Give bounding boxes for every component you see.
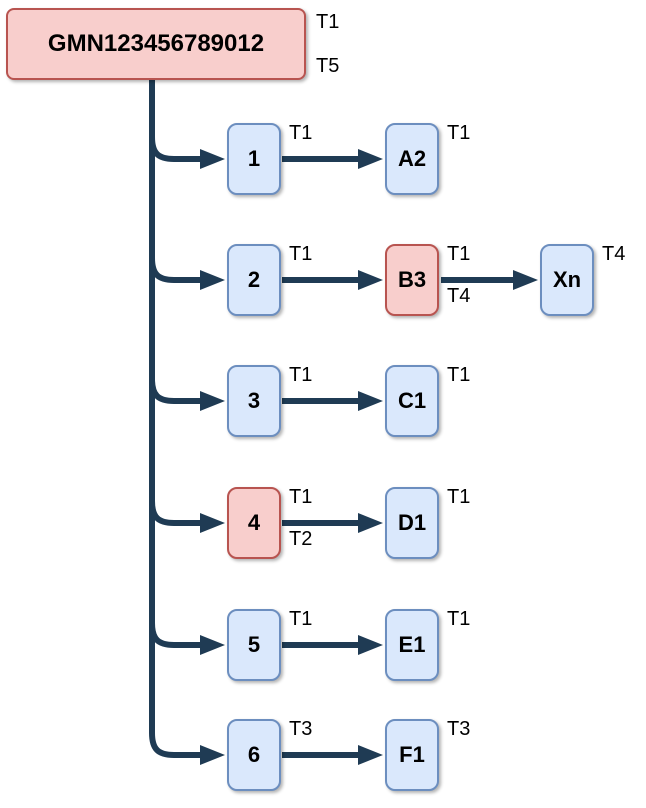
tag-label: T1 xyxy=(447,122,471,144)
tag-label: T4 xyxy=(447,285,471,307)
node-label: 1 xyxy=(247,146,261,171)
arrow-1-to-A2 xyxy=(282,149,383,169)
node-label: 3 xyxy=(247,388,261,413)
tag-label: T1 xyxy=(316,11,340,33)
tag-label: T5 xyxy=(316,55,340,77)
branch-arrow-6 xyxy=(149,732,225,765)
node-B3[interactable]: B3 T1 T4 xyxy=(385,243,470,316)
node-C1[interactable]: C1 T1 xyxy=(385,364,470,437)
node-3[interactable]: 3 T1 xyxy=(227,364,312,437)
tag-label: T4 xyxy=(602,243,626,265)
tag-label: T1 xyxy=(289,243,313,265)
arrow-5-to-E1 xyxy=(282,635,383,655)
node-A2[interactable]: A2 T1 xyxy=(385,122,470,195)
arrow-6-to-F1 xyxy=(282,745,383,765)
node-F1[interactable]: F1 T3 xyxy=(385,718,470,791)
node-label: E1 xyxy=(398,632,426,657)
branch-arrow-4 xyxy=(149,500,225,533)
arrow-4-to-D1 xyxy=(282,513,383,533)
arrowhead-icon xyxy=(513,270,538,290)
tag-label: T1 xyxy=(289,122,313,144)
node-label: B3 xyxy=(397,267,427,292)
tag-label: T1 xyxy=(447,243,471,265)
node-label: 4 xyxy=(247,510,261,535)
arrowhead-icon xyxy=(358,745,383,765)
arrowhead-icon xyxy=(200,513,225,533)
node-D1[interactable]: D1 T1 xyxy=(385,486,470,559)
arrow-B3-to-Xn xyxy=(441,270,538,290)
node-Xn[interactable]: Xn T4 xyxy=(540,243,625,316)
arrow-3-to-C1 xyxy=(282,391,383,411)
tag-label: T1 xyxy=(447,364,471,386)
branch-arrow-2 xyxy=(149,257,225,290)
node-label: 2 xyxy=(247,267,261,292)
arrow-2-to-B3 xyxy=(282,270,383,290)
root-node[interactable]: GMN123456789012 T1 T5 xyxy=(6,8,339,80)
node-2[interactable]: 2 T1 xyxy=(227,243,312,316)
arrowhead-icon xyxy=(358,149,383,169)
tag-label: T3 xyxy=(289,718,313,740)
tag-label: T3 xyxy=(447,718,471,740)
arrowhead-icon xyxy=(358,513,383,533)
branch-arrow-1 xyxy=(149,136,225,169)
arrowhead-icon xyxy=(200,149,225,169)
tag-label: T1 xyxy=(447,486,471,508)
node-1[interactable]: 1 T1 xyxy=(227,122,312,195)
tag-label: T1 xyxy=(289,364,313,386)
root-node-label: GMN123456789012 xyxy=(47,30,265,57)
node-label: C1 xyxy=(397,388,427,413)
arrowhead-icon xyxy=(200,270,225,290)
arrowhead-icon xyxy=(200,635,225,655)
tag-label: T1 xyxy=(289,608,313,630)
arrowhead-icon xyxy=(200,391,225,411)
node-label: 5 xyxy=(247,632,261,657)
arrowhead-icon xyxy=(358,391,383,411)
node-label: D1 xyxy=(397,510,427,535)
node-6[interactable]: 6 T3 xyxy=(227,718,312,791)
node-5[interactable]: 5 T1 xyxy=(227,608,312,681)
node-label: Xn xyxy=(552,267,582,292)
node-label: 6 xyxy=(247,742,261,767)
node-label: F1 xyxy=(399,742,425,767)
arrowhead-icon xyxy=(358,270,383,290)
node-label: A2 xyxy=(397,146,427,171)
branch-arrow-5 xyxy=(149,622,225,655)
tag-label: T2 xyxy=(289,528,313,550)
node-E1[interactable]: E1 T1 xyxy=(385,608,470,681)
tag-label: T1 xyxy=(289,486,313,508)
arrowhead-icon xyxy=(200,745,225,765)
branch-arrow-3 xyxy=(149,378,225,411)
tag-label: T1 xyxy=(447,608,471,630)
node-4[interactable]: 4 T1 T2 xyxy=(227,486,312,559)
arrowhead-icon xyxy=(358,635,383,655)
